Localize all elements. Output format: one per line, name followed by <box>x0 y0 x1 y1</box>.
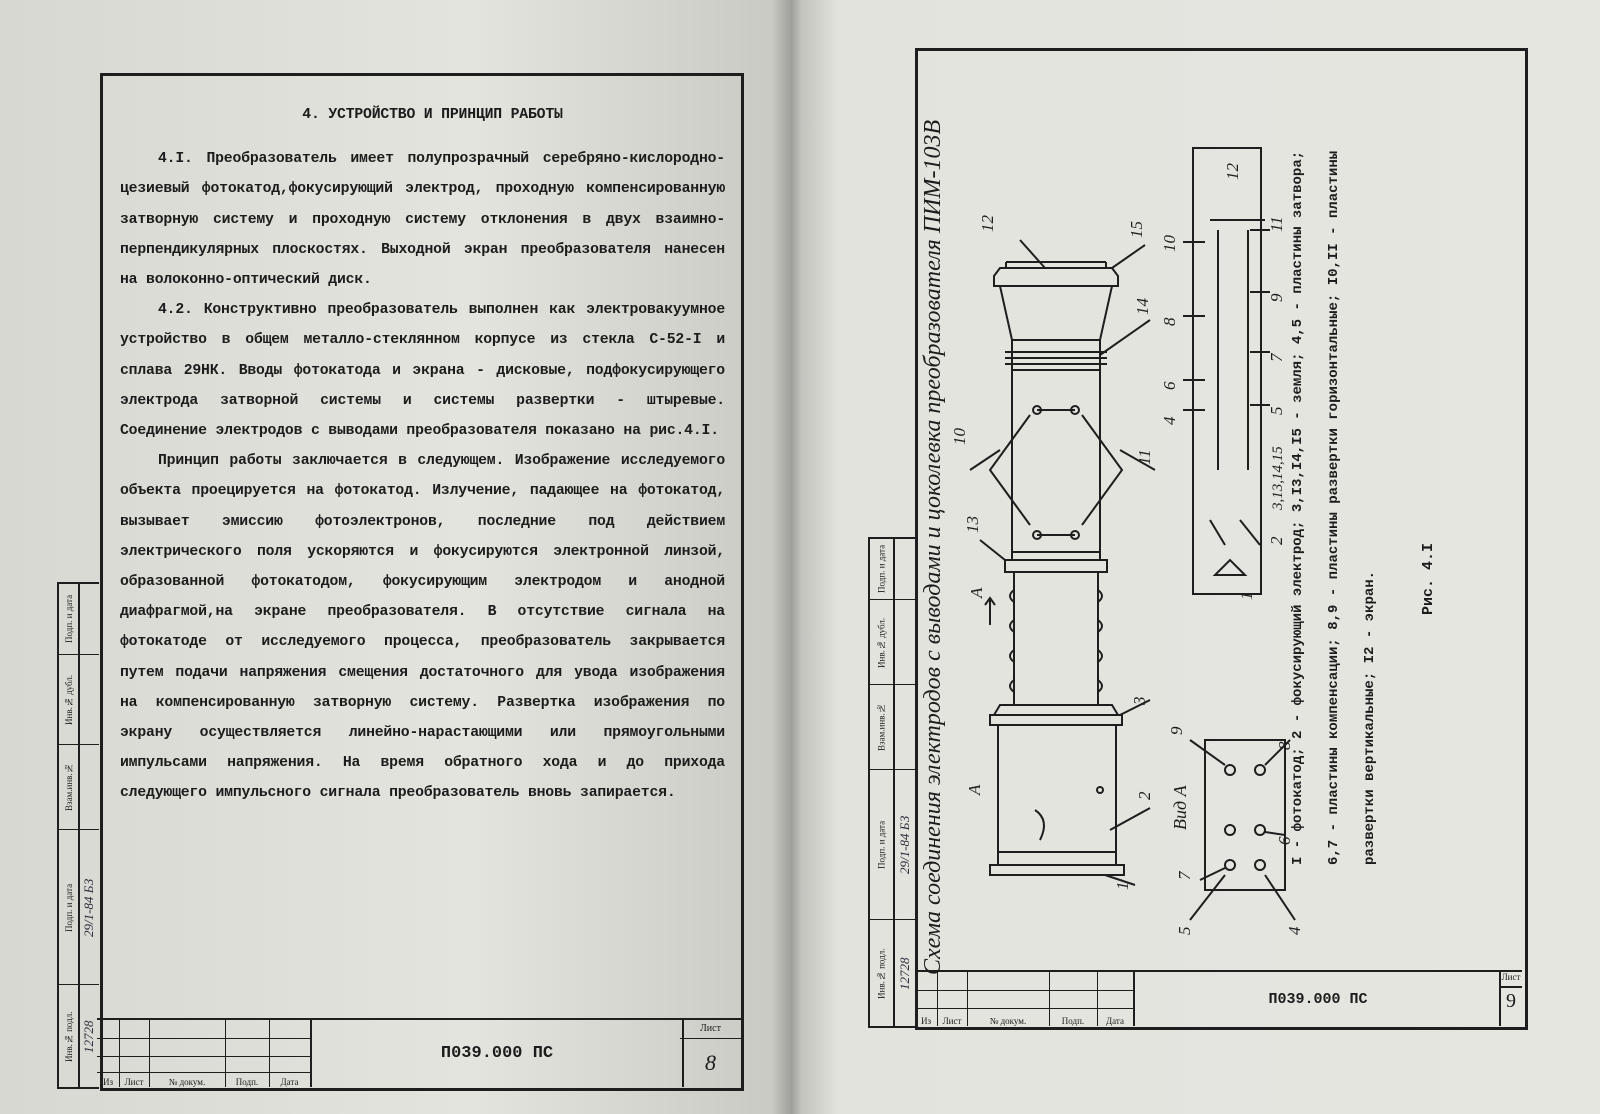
pin-8: 8 <box>1160 317 1179 326</box>
view-num-6: 6 <box>1275 836 1294 845</box>
left-side-stamp: Подп. и дата Инв.№ дубл. Взам.инв.№ Подп… <box>57 582 99 1089</box>
pin-10: 10 <box>1160 235 1179 253</box>
r-sheet-box: Лист 9 <box>1500 970 1522 1024</box>
num-13: 13 <box>963 516 982 533</box>
view-num-5: 5 <box>1175 927 1194 936</box>
left-title-block: Из Лист № докум. Подп. Дата П039.000 ПС … <box>97 1018 741 1087</box>
view-num-4: 4 <box>1285 926 1304 935</box>
pin-1: 1 <box>1237 592 1256 601</box>
pin-4: 4 <box>1160 416 1179 425</box>
r-tb-head-date: Дата <box>1106 1016 1124 1026</box>
num-2: 2 <box>1135 791 1154 800</box>
doc-code: П039.000 ПС <box>310 1020 684 1087</box>
tube-body <box>969 147 1296 921</box>
pin-12: 12 <box>1223 163 1242 181</box>
num-15: 15 <box>1127 221 1146 238</box>
book-gutter <box>772 0 802 1114</box>
num-1: 1 <box>1113 882 1132 891</box>
r-tb-head-iz: Из <box>920 1016 932 1026</box>
tb-head-sign: Подп. <box>235 1077 259 1087</box>
pin-9: 9 <box>1267 293 1286 302</box>
sheet-number: 8 <box>705 1050 716 1075</box>
num-12: 12 <box>978 215 997 233</box>
left-page-frame <box>100 73 744 1091</box>
num-3: 3 <box>1130 697 1149 707</box>
left-page: 4. УСТРОЙСТВО И ПРИНЦИП РАБОТЫ 4.I. Прео… <box>0 0 790 1114</box>
pin-11: 11 <box>1267 216 1286 232</box>
right-title-block: Из Лист № докум. Подп. Дата П039.000 ПС <box>915 970 1522 1026</box>
left-page-text: 4. УСТРОЙСТВО И ПРИНЦИП РАБОТЫ 4.I. Прео… <box>120 100 725 809</box>
tb-head-list: Лист <box>124 1077 144 1087</box>
pin-7: 7 <box>1267 352 1286 362</box>
sheet-label: Лист <box>680 1020 741 1039</box>
view-num-9: 9 <box>1167 726 1186 735</box>
num-A: A <box>967 587 986 599</box>
r-tb-head-list: Лист <box>942 1016 962 1026</box>
tb-head-doc: № докум. <box>168 1077 206 1087</box>
num-14: 14 <box>1133 298 1152 316</box>
pin-2: 2 <box>1267 536 1286 545</box>
paragraph-principle: Принцип работы заключается в следующем. … <box>120 453 725 802</box>
right-page <box>790 0 1600 1114</box>
r-sheet-label: Лист <box>1501 972 1521 982</box>
paragraph-4-1: 4.I. Преобразователь имеет полупрозрачны… <box>120 151 725 289</box>
r-sheet-number: 9 <box>1506 990 1516 1012</box>
right-side-stamp: Подп. и дата Инв.№ дубл. Взам.инв.№ Подп… <box>868 537 917 1028</box>
pin-5: 5 <box>1267 407 1286 416</box>
r-doc-code: П039.000 ПС <box>1133 972 1501 1026</box>
r-tb-head-doc: № докум. <box>989 1016 1027 1026</box>
pin-6: 6 <box>1160 381 1179 390</box>
tb-head-iz: Из <box>102 1077 114 1087</box>
view-num-7: 7 <box>1175 870 1194 880</box>
num-11: 11 <box>1135 449 1154 465</box>
paragraph-4-2: 4.2. Конструктивно преобразователь выпол… <box>120 302 725 440</box>
r-tb-head-sign: Подп. <box>1061 1016 1085 1026</box>
section-title: 4. УСТРОЙСТВО И ПРИНЦИП РАБОТЫ <box>302 107 563 123</box>
right-page-frame <box>915 48 1528 1030</box>
drawing-numbers: 12 15 14 10 11 13 3 2 1 A A 9 8 7 6 5 4 … <box>950 163 1304 936</box>
pin-3-13-14-15: 3,13,14,15 <box>1270 446 1286 511</box>
num-A-2: A <box>965 784 984 796</box>
tb-head-date: Дата <box>280 1077 299 1087</box>
view-num-8: 8 <box>1275 741 1294 750</box>
num-10: 10 <box>950 428 969 446</box>
